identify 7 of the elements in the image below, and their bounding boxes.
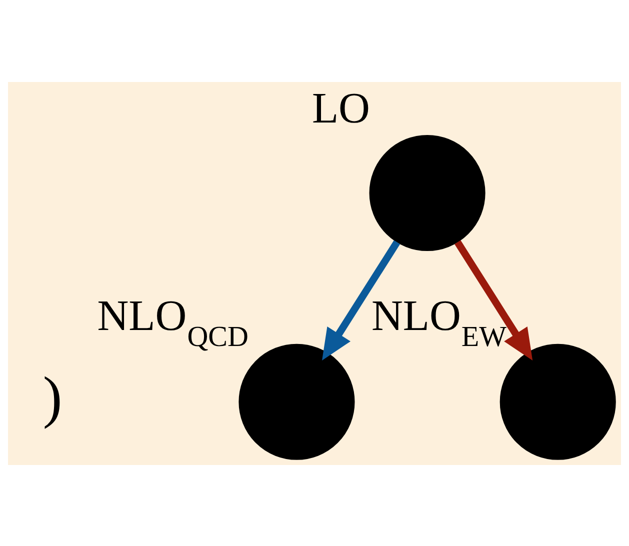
label: )	[42, 364, 62, 429]
node-label: LO	[312, 84, 370, 132]
node-label: NLO$_{EW}$	[371, 292, 506, 353]
node-label: NLO$_{QCD}$	[97, 292, 248, 353]
arrow	[322, 240, 400, 360]
node-circle	[369, 134, 486, 251]
arrow	[454, 240, 533, 360]
